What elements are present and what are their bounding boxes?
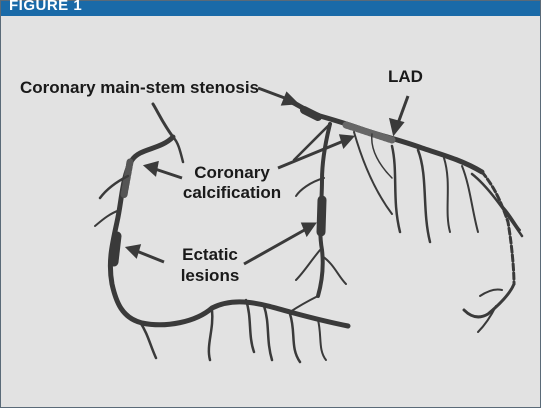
calcification-right-arrowhead — [341, 136, 352, 146]
label-ectatic-line2: lesions — [181, 266, 240, 285]
label-calcification-line2: calcification — [183, 183, 281, 202]
main-stem-arrowhead — [283, 94, 296, 104]
lad-arrowhead — [391, 120, 402, 133]
label-ectatic-line1: Ectatic — [182, 245, 238, 264]
ectatic-right-arrowhead — [303, 224, 314, 234]
circumflex-ectatic-segment — [321, 200, 322, 232]
main-stem-stenosis — [304, 110, 318, 117]
rca-ectatic-segment — [114, 236, 117, 262]
ectatic-left-arrowhead — [128, 246, 139, 256]
label-lad: LAD — [388, 67, 423, 86]
label-main-stem-stenosis: Coronary main-stem stenosis — [20, 78, 259, 97]
label-calcification-line1: Coronary — [194, 163, 270, 182]
calcification-right-arrow — [278, 140, 346, 168]
calcification-left-arrowhead — [146, 163, 157, 174]
ectatic-right-arrow — [244, 228, 308, 264]
